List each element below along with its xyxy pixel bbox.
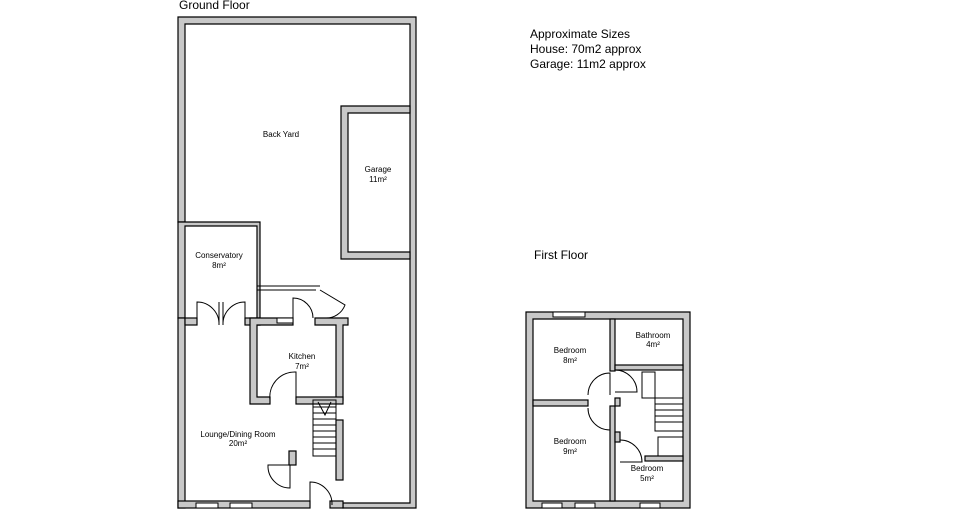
first-floor-outer-wall (525, 311, 691, 509)
hall-right-wall (335, 419, 344, 481)
bedroom1-label: Bedroom (554, 346, 587, 355)
bathroom-bottom-wall (614, 364, 684, 371)
ground-floor-title: Ground Floor (179, 0, 250, 12)
garage-total-size: Garage: 11m2 approx (530, 57, 646, 71)
kitchen-door-arc (292, 297, 314, 319)
bedroom3-size: 5m² (640, 474, 654, 483)
bathroom-door-arc (614, 369, 638, 393)
kitchen-wall (249, 317, 294, 405)
house-size: House: 70m2 approx (530, 42, 642, 56)
kitchen-size: 7m² (295, 362, 309, 371)
lounge-hall-door-arc (267, 464, 291, 489)
conservatory-label: Conservatory (195, 251, 243, 260)
kitchen-right-wall (314, 317, 349, 401)
landing-wall (614, 397, 621, 407)
garage-size: 11m² (369, 175, 387, 184)
lounge-left-wall (177, 317, 186, 509)
lounge-window-1 (195, 502, 219, 509)
bedroom2-label: Bedroom (554, 437, 587, 446)
lounge-label: Lounge/Dining Room (200, 430, 275, 439)
sizes-heading: Approximate Sizes (530, 27, 631, 41)
bedroom2-window-1 (541, 502, 563, 509)
bedroom2-door-arc (587, 407, 611, 431)
side-door-arc (319, 289, 346, 319)
lounge-window-2 (229, 502, 253, 509)
hall-left-wall (288, 450, 297, 466)
bedroom1-right-wall (609, 318, 616, 372)
approximate-sizes-block: Approximate Sizes House: 70m2 approx Gar… (530, 27, 646, 72)
front-door-arc (309, 481, 333, 506)
bedroom3-top-wall (644, 455, 684, 462)
first-floor-stairs (654, 397, 684, 432)
ground-stairs (312, 399, 337, 457)
bedroom2-window-2 (574, 502, 596, 509)
side-passage-line (257, 285, 320, 291)
conservatory-french-doors (196, 301, 246, 326)
bedroom3-cupboard (657, 436, 684, 457)
bedroom3-left-wall (614, 431, 621, 443)
bedroom2-right-wall (609, 405, 616, 502)
bathroom-size: 4m² (646, 340, 660, 349)
bedroom2-size: 9m² (563, 447, 577, 456)
bedroom1-window (552, 311, 586, 318)
garage-label: Garage (365, 165, 392, 174)
lounge-top-wall-left (184, 317, 198, 326)
bedroom3-door-arc (619, 439, 643, 463)
first-floor-title: First Floor (534, 248, 588, 262)
lounge-size: 20m² (229, 439, 248, 448)
bedroom1-door-arc (587, 372, 611, 396)
garage-wall (340, 105, 411, 260)
hall-bottom-wall (329, 500, 344, 509)
kitchen-lounge-door-arc (269, 371, 297, 401)
landing-cupboard (641, 371, 656, 399)
kitchen-window (276, 317, 294, 324)
bathroom-label: Bathroom (636, 331, 671, 340)
bedroom3-window (639, 502, 661, 509)
conservatory-size: 8m² (212, 261, 226, 270)
kitchen-label: Kitchen (289, 352, 316, 361)
bedroom3-label: Bedroom (631, 464, 664, 473)
back-yard-label: Back Yard (263, 130, 299, 139)
bedroom1-size: 8m² (563, 356, 577, 365)
bedroom1-bottom-wall (532, 399, 589, 407)
